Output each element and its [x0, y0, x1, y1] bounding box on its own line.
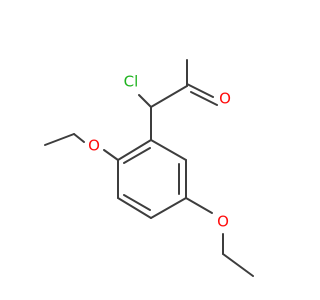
bond-carbonyl-chcl [150, 85, 188, 108]
bond-ortho-ch2-ch3 [44, 133, 75, 146]
bond-ring-ortho-oxygen [103, 149, 119, 161]
bond-chcl-chlorine [138, 94, 152, 108]
ring-bond-6 [117, 139, 152, 161]
structure-diagram: Cl O O O [44, 59, 254, 277]
ring-bond-3 [150, 197, 187, 219]
bond-meta-ch2-ch3 [222, 253, 254, 277]
ring-bond-4-inner [123, 194, 151, 211]
meta-ether-oxygen-label: O [217, 213, 229, 231]
ring-bond-6-inner [123, 147, 151, 164]
ring-bond-4 [117, 197, 152, 219]
ortho-ether-oxygen-label: O [88, 137, 100, 155]
molecule-drawing: Cl O O O [44, 59, 254, 277]
ketone-oxygen-label: O [219, 90, 231, 108]
ring-bond-1 [150, 139, 187, 161]
chlorine-atom-label: Cl [124, 73, 139, 91]
bond-ring-meta-oxygen [185, 197, 213, 214]
bond-ortho-oxygen-ch2 [73, 133, 85, 143]
bond-carbonyl-oxygen-a [186, 83, 214, 98]
bond-lines [44, 59, 254, 277]
bond-carbonyl-oxygen-b [190, 91, 218, 106]
